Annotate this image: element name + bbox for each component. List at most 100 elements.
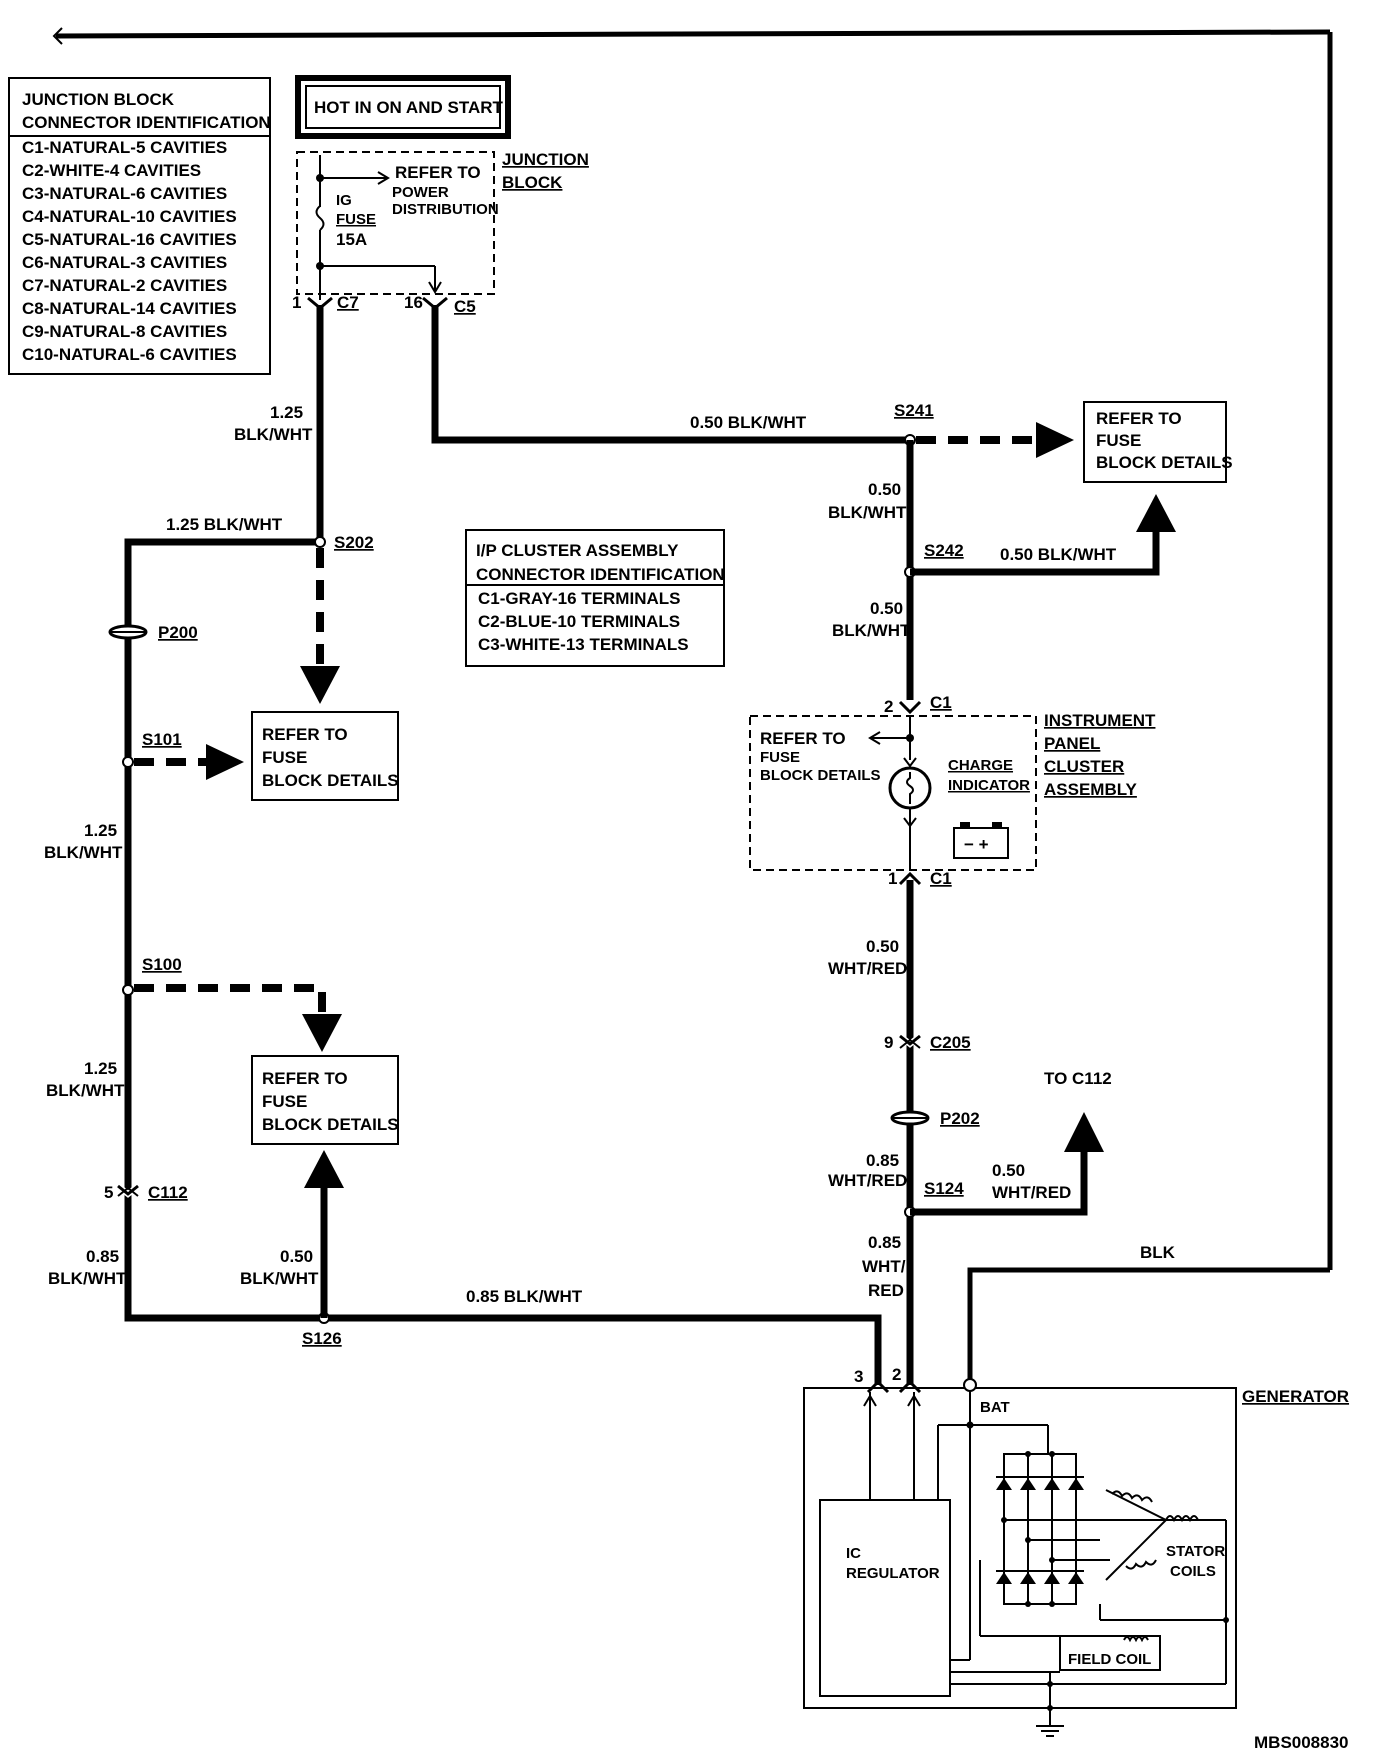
svg-text:1.25: 1.25: [270, 403, 303, 422]
junction-table-title-2: CONNECTOR IDENTIFICATION: [22, 113, 271, 132]
junction-table-row: C9-NATURAL-8 CAVITIES: [22, 322, 227, 341]
connector-c1-bottom: 1 C1: [888, 869, 952, 888]
wire-label-050-blkwht-s242: 0.50 BLK/WHT: [1000, 545, 1117, 564]
junction-refer-3: DISTRIBUTION: [392, 201, 499, 218]
arrow-down-icon: [300, 666, 340, 704]
arrow-right-icon: [206, 744, 244, 780]
svg-text:WHT/RED: WHT/RED: [828, 959, 907, 978]
splice-s126: S126: [302, 1329, 342, 1348]
stator-coils-icon: STATOR COILS: [1099, 1489, 1229, 1623]
svg-text:5: 5: [104, 1183, 113, 1202]
svg-text:BLK/WHT: BLK/WHT: [44, 843, 123, 862]
svg-text:BLK/WHT: BLK/WHT: [234, 425, 313, 444]
cluster-table-row: C1-GRAY-16 TERMINALS: [478, 589, 680, 608]
svg-text:PANEL: PANEL: [1044, 734, 1100, 753]
svg-text:0.50: 0.50: [870, 599, 903, 618]
svg-text:FUSE: FUSE: [760, 749, 800, 766]
wire-label-085-blkwht: 0.85 BLK/WHT: [466, 1287, 583, 1306]
figure-id: MBS008830: [1254, 1733, 1349, 1752]
splice-s202-dot: [314, 536, 326, 548]
arrow-right-icon: [1036, 422, 1074, 458]
junction-table-title-1: JUNCTION BLOCK: [22, 90, 175, 109]
svg-text:FUSE: FUSE: [262, 748, 307, 767]
svg-text:WHT/: WHT/: [862, 1257, 906, 1276]
svg-text:C7: C7: [337, 293, 359, 312]
wire-050-whtred-s124: [910, 1150, 1088, 1216]
svg-text:BLOCK DETAILS: BLOCK DETAILS: [760, 767, 881, 784]
fuse-ref-box-right: REFER TO FUSE BLOCK DETAILS: [1083, 401, 1233, 483]
connector-c112: 5 C112: [104, 1183, 188, 1202]
svg-text:BLK/WHT: BLK/WHT: [46, 1081, 125, 1100]
top-wire-arrow-icon: [52, 27, 63, 45]
svg-text:INDICATOR: INDICATOR: [948, 777, 1030, 794]
svg-text:9: 9: [884, 1033, 893, 1052]
plug-p200: P200: [108, 623, 198, 642]
junction-table-row: C1-NATURAL-5 CAVITIES: [22, 138, 227, 157]
wire-label-125-blkwht: 1.25 BLK/WHT: [166, 515, 283, 534]
fuse-label-2: FUSE: [336, 211, 376, 228]
svg-text:C112: C112: [148, 1183, 188, 1202]
svg-text:WHT/RED: WHT/RED: [828, 1171, 907, 1190]
svg-text:BLK/WHT: BLK/WHT: [832, 621, 911, 640]
junction-table-row: C10-NATURAL-6 CAVITIES: [22, 345, 237, 364]
splice-s101: S101: [142, 730, 182, 749]
svg-text:0.50: 0.50: [992, 1161, 1025, 1180]
fuse-ref-box-left-1: REFER TO FUSE BLOCK DETAILS: [251, 711, 399, 801]
dashed-wire-s100: [134, 984, 326, 1020]
svg-text:1: 1: [888, 869, 897, 888]
arrow-up-icon: [304, 1150, 344, 1188]
svg-text:FUSE: FUSE: [262, 1092, 307, 1111]
svg-text:0.85: 0.85: [868, 1233, 901, 1252]
ic-regulator: [819, 1499, 951, 1697]
svg-text:BLK: BLK: [1140, 1243, 1176, 1262]
svg-text:REFER TO: REFER TO: [760, 729, 846, 748]
splice-s241: S241: [894, 401, 934, 420]
svg-text:2: 2: [884, 697, 893, 716]
splice-s242: S242: [924, 541, 964, 560]
svg-text:0.85: 0.85: [866, 1151, 899, 1170]
junction-table-row: C4-NATURAL-10 CAVITIES: [22, 207, 237, 226]
svg-text:16: 16: [404, 293, 423, 312]
junction-block: JUNCTION BLOCK REFER TO POWER DISTRIBUTI…: [296, 150, 589, 300]
connector-c5: 16 C5: [404, 293, 476, 316]
svg-text:BLOCK DETAILS: BLOCK DETAILS: [262, 1115, 399, 1134]
connector-c205: 9 C205: [884, 1033, 971, 1052]
plug-p202: P202: [890, 1109, 980, 1128]
splice-s100: S100: [142, 955, 182, 974]
svg-text:1.25: 1.25: [84, 1059, 117, 1078]
generator-label: GENERATOR: [1242, 1387, 1349, 1406]
fuse-label-1: IG: [336, 192, 352, 209]
svg-text:REGULATOR: REGULATOR: [846, 1565, 940, 1582]
splice-s124: S124: [924, 1179, 964, 1198]
svg-text:CONNECTOR IDENTIFICATION: CONNECTOR IDENTIFICATION: [476, 565, 725, 584]
top-wire: [55, 29, 1331, 39]
wire-label-050-blkwht: 0.50 BLK/WHT: [690, 413, 807, 432]
junction-table-row: C5-NATURAL-16 CAVITIES: [22, 230, 237, 249]
arrow-down-icon: [302, 1014, 342, 1052]
svg-text:IC: IC: [846, 1545, 861, 1562]
junction-connector-table: JUNCTION BLOCK CONNECTOR IDENTIFICATION …: [8, 77, 271, 375]
svg-text:BLOCK DETAILS: BLOCK DETAILS: [1096, 453, 1233, 472]
arrow-up-icon: [1136, 494, 1176, 532]
rectifier-bridge-icon: [996, 1451, 1168, 1607]
svg-text:BLK/WHT: BLK/WHT: [240, 1269, 319, 1288]
svg-text:− +: − +: [964, 835, 989, 854]
svg-text:BLOCK DETAILS: BLOCK DETAILS: [262, 771, 399, 790]
generator: GENERATOR 3 2 BAT IC REGULATOR: [803, 1365, 1349, 1737]
field-coil-icon: FIELD COIL: [950, 1560, 1227, 1685]
svg-text:ASSEMBLY: ASSEMBLY: [1044, 780, 1138, 799]
junction-refer-1: REFER TO: [395, 163, 481, 182]
svg-text:P202: P202: [940, 1109, 980, 1128]
wire-left-loop: [124, 538, 882, 1385]
cluster-table-row: C3-WHITE-13 TERMINALS: [478, 635, 689, 654]
svg-text:C1: C1: [930, 869, 952, 888]
splice-s202: S202: [334, 533, 374, 552]
svg-text:FIELD COIL: FIELD COIL: [1068, 1651, 1151, 1668]
svg-text:C1: C1: [930, 693, 952, 712]
hot-label-box: HOT IN ON AND START: [295, 75, 511, 139]
wire-050-blkwht-top: [431, 305, 910, 444]
junction-block-name-1: JUNCTION: [502, 150, 589, 169]
svg-text:2: 2: [892, 1365, 901, 1384]
svg-text:1: 1: [292, 293, 301, 312]
